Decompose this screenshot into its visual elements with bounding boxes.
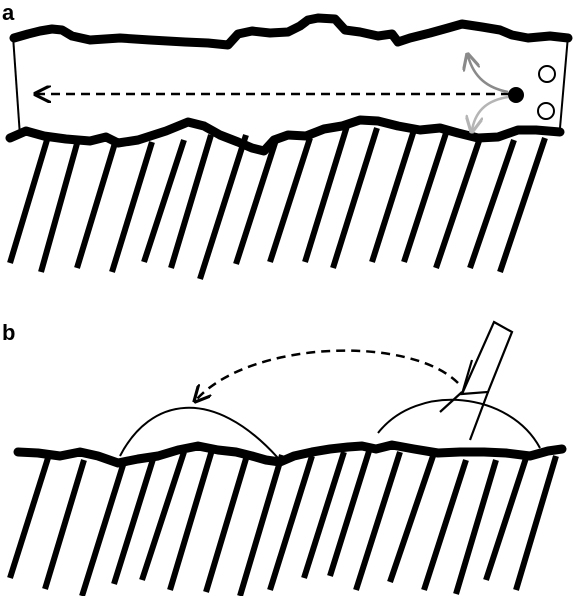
grey-arrow-up — [468, 56, 508, 92]
tool-icon — [440, 322, 512, 440]
panel-b: b — [2, 320, 562, 596]
grey-arrow-down — [472, 97, 508, 130]
strip-top-edge — [14, 18, 568, 45]
open-circle-icon — [539, 66, 555, 82]
filled-circle-icon — [508, 87, 524, 103]
right-arc — [378, 400, 540, 448]
strip-right-edge — [560, 36, 568, 128]
fibers-a — [10, 126, 545, 279]
surface-edge — [18, 445, 562, 463]
panel-a: a — [2, 0, 568, 279]
strip-left-edge — [13, 36, 20, 136]
open-circle-icon — [538, 103, 554, 119]
fibers-b — [10, 448, 556, 596]
panel-label-b: b — [2, 320, 15, 345]
panel-label-a: a — [2, 0, 15, 25]
transfer-dashed-arrow — [196, 351, 458, 400]
